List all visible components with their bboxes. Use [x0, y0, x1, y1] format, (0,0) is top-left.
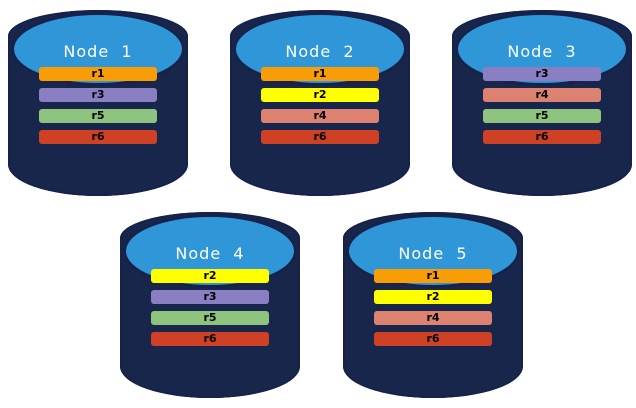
- replica-bar-r6[interactable]: r6: [482, 130, 602, 144]
- replica-label: r4: [426, 311, 440, 324]
- node-label: Node 1: [63, 41, 133, 61]
- node-label: Node 5: [398, 243, 468, 263]
- replica-label: r3: [203, 290, 217, 303]
- node-label: Node 2: [285, 41, 355, 61]
- replica-bar-r5[interactable]: r5: [150, 311, 270, 325]
- replica-bar-r6[interactable]: r6: [373, 332, 493, 346]
- replica-label: r6: [203, 332, 217, 345]
- replica-bar-r6[interactable]: r6: [260, 130, 380, 144]
- replica-label: r2: [313, 88, 327, 101]
- replica-label: r1: [91, 67, 105, 80]
- replica-label: r3: [535, 67, 549, 80]
- replica-label: r5: [91, 109, 105, 122]
- replica-stack: r1 r2 r4 r6: [343, 269, 523, 346]
- replica-bar-r6[interactable]: r6: [150, 332, 270, 346]
- replica-bar-r1[interactable]: r1: [260, 67, 380, 81]
- replica-bar-r1[interactable]: r1: [38, 67, 158, 81]
- replica-bar-r3[interactable]: r3: [38, 88, 158, 102]
- replica-stack: r1 r3 r5 r6: [8, 67, 188, 144]
- replica-bar-r6[interactable]: r6: [38, 130, 158, 144]
- database-node-3[interactable]: Node 3 r3 r4 r5 r6: [452, 10, 632, 196]
- replica-bar-r2[interactable]: r2: [260, 88, 380, 102]
- database-node-4[interactable]: Node 4 r2 r3 r5 r6: [120, 212, 300, 398]
- replica-bar-r5[interactable]: r5: [38, 109, 158, 123]
- replica-bar-r2[interactable]: r2: [373, 290, 493, 304]
- replica-label: r5: [203, 311, 217, 324]
- replica-stack: r3 r4 r5 r6: [452, 67, 632, 144]
- replica-bar-r3[interactable]: r3: [150, 290, 270, 304]
- database-node-1[interactable]: Node 1 r1 r3 r5 r6: [8, 10, 188, 196]
- replica-bar-r4[interactable]: r4: [373, 311, 493, 325]
- replica-label: r6: [426, 332, 440, 345]
- replica-stack: r1 r2 r4 r6: [230, 67, 410, 144]
- replica-label: r4: [313, 109, 327, 122]
- replica-label: r2: [203, 269, 217, 282]
- node-label: Node 3: [507, 41, 577, 61]
- replica-label: r6: [535, 130, 549, 143]
- replica-label: r1: [426, 269, 440, 282]
- replica-label: r6: [91, 130, 105, 143]
- replica-label: r4: [535, 88, 549, 101]
- replica-label: r1: [313, 67, 327, 80]
- replica-stack: r2 r3 r5 r6: [120, 269, 300, 346]
- replica-bar-r2[interactable]: r2: [150, 269, 270, 283]
- replica-label: r5: [535, 109, 549, 122]
- database-node-2[interactable]: Node 2 r1 r2 r4 r6: [230, 10, 410, 196]
- node-label: Node 4: [175, 243, 245, 263]
- replica-bar-r4[interactable]: r4: [260, 109, 380, 123]
- replica-label: r6: [313, 130, 327, 143]
- replica-label: r3: [91, 88, 105, 101]
- replica-bar-r4[interactable]: r4: [482, 88, 602, 102]
- replica-label: r2: [426, 290, 440, 303]
- replica-bar-r5[interactable]: r5: [482, 109, 602, 123]
- database-node-5[interactable]: Node 5 r1 r2 r4 r6: [343, 212, 523, 398]
- replica-bar-r1[interactable]: r1: [373, 269, 493, 283]
- replica-bar-r3[interactable]: r3: [482, 67, 602, 81]
